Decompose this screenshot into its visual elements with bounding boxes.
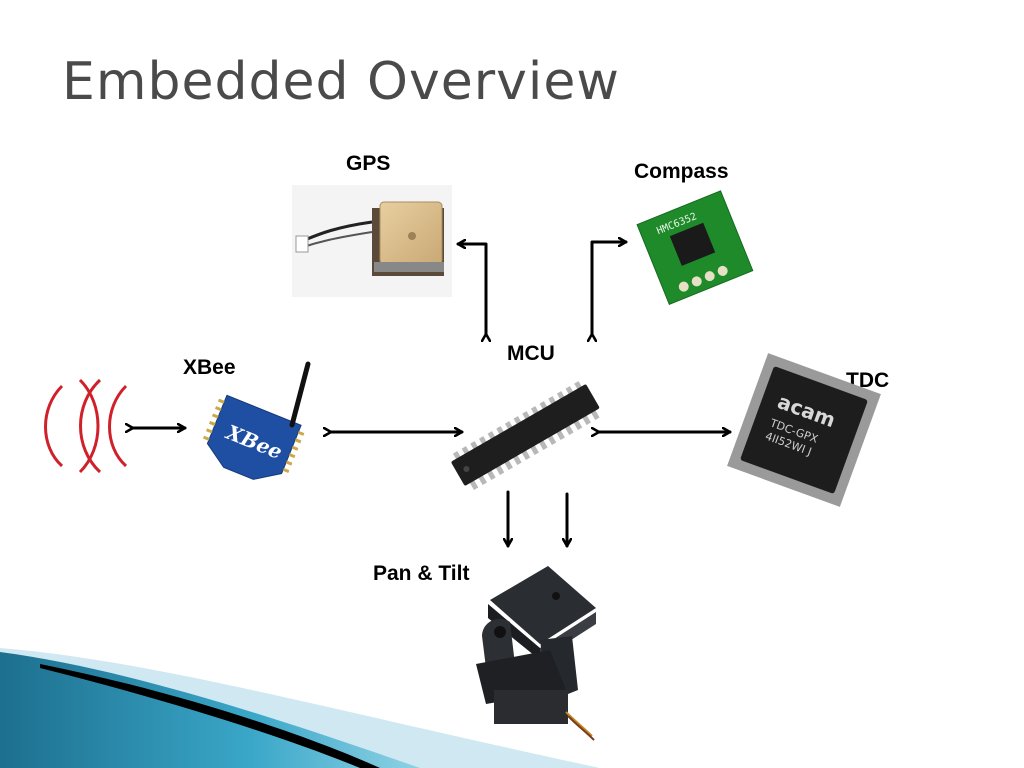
- mcu-label: MCU: [507, 342, 555, 365]
- mcu-chip-image: [451, 381, 600, 491]
- pan-tilt-label: Pan & Tilt: [373, 562, 470, 585]
- gps-module-image: [292, 185, 452, 297]
- tdc-chip-image: acam TDC-GPX 4II52WI J: [727, 353, 881, 507]
- footer-swoosh: [0, 648, 600, 768]
- arrow-mcu-gps: [456, 244, 486, 334]
- xbee-label: XBee: [183, 356, 236, 379]
- xbee-module-image: XBee: [202, 361, 311, 480]
- compass-label: Compass: [634, 160, 729, 183]
- gps-label: GPS: [346, 152, 391, 175]
- pan-tilt-bracket-image: [476, 566, 596, 741]
- arrow-mcu-compass: [592, 242, 628, 334]
- radio-waves-icon: [44, 378, 128, 474]
- slide-title: Embedded Overview: [62, 52, 620, 112]
- compass-module-image: HMC6352: [636, 190, 754, 306]
- connector-arrows: [133, 242, 732, 548]
